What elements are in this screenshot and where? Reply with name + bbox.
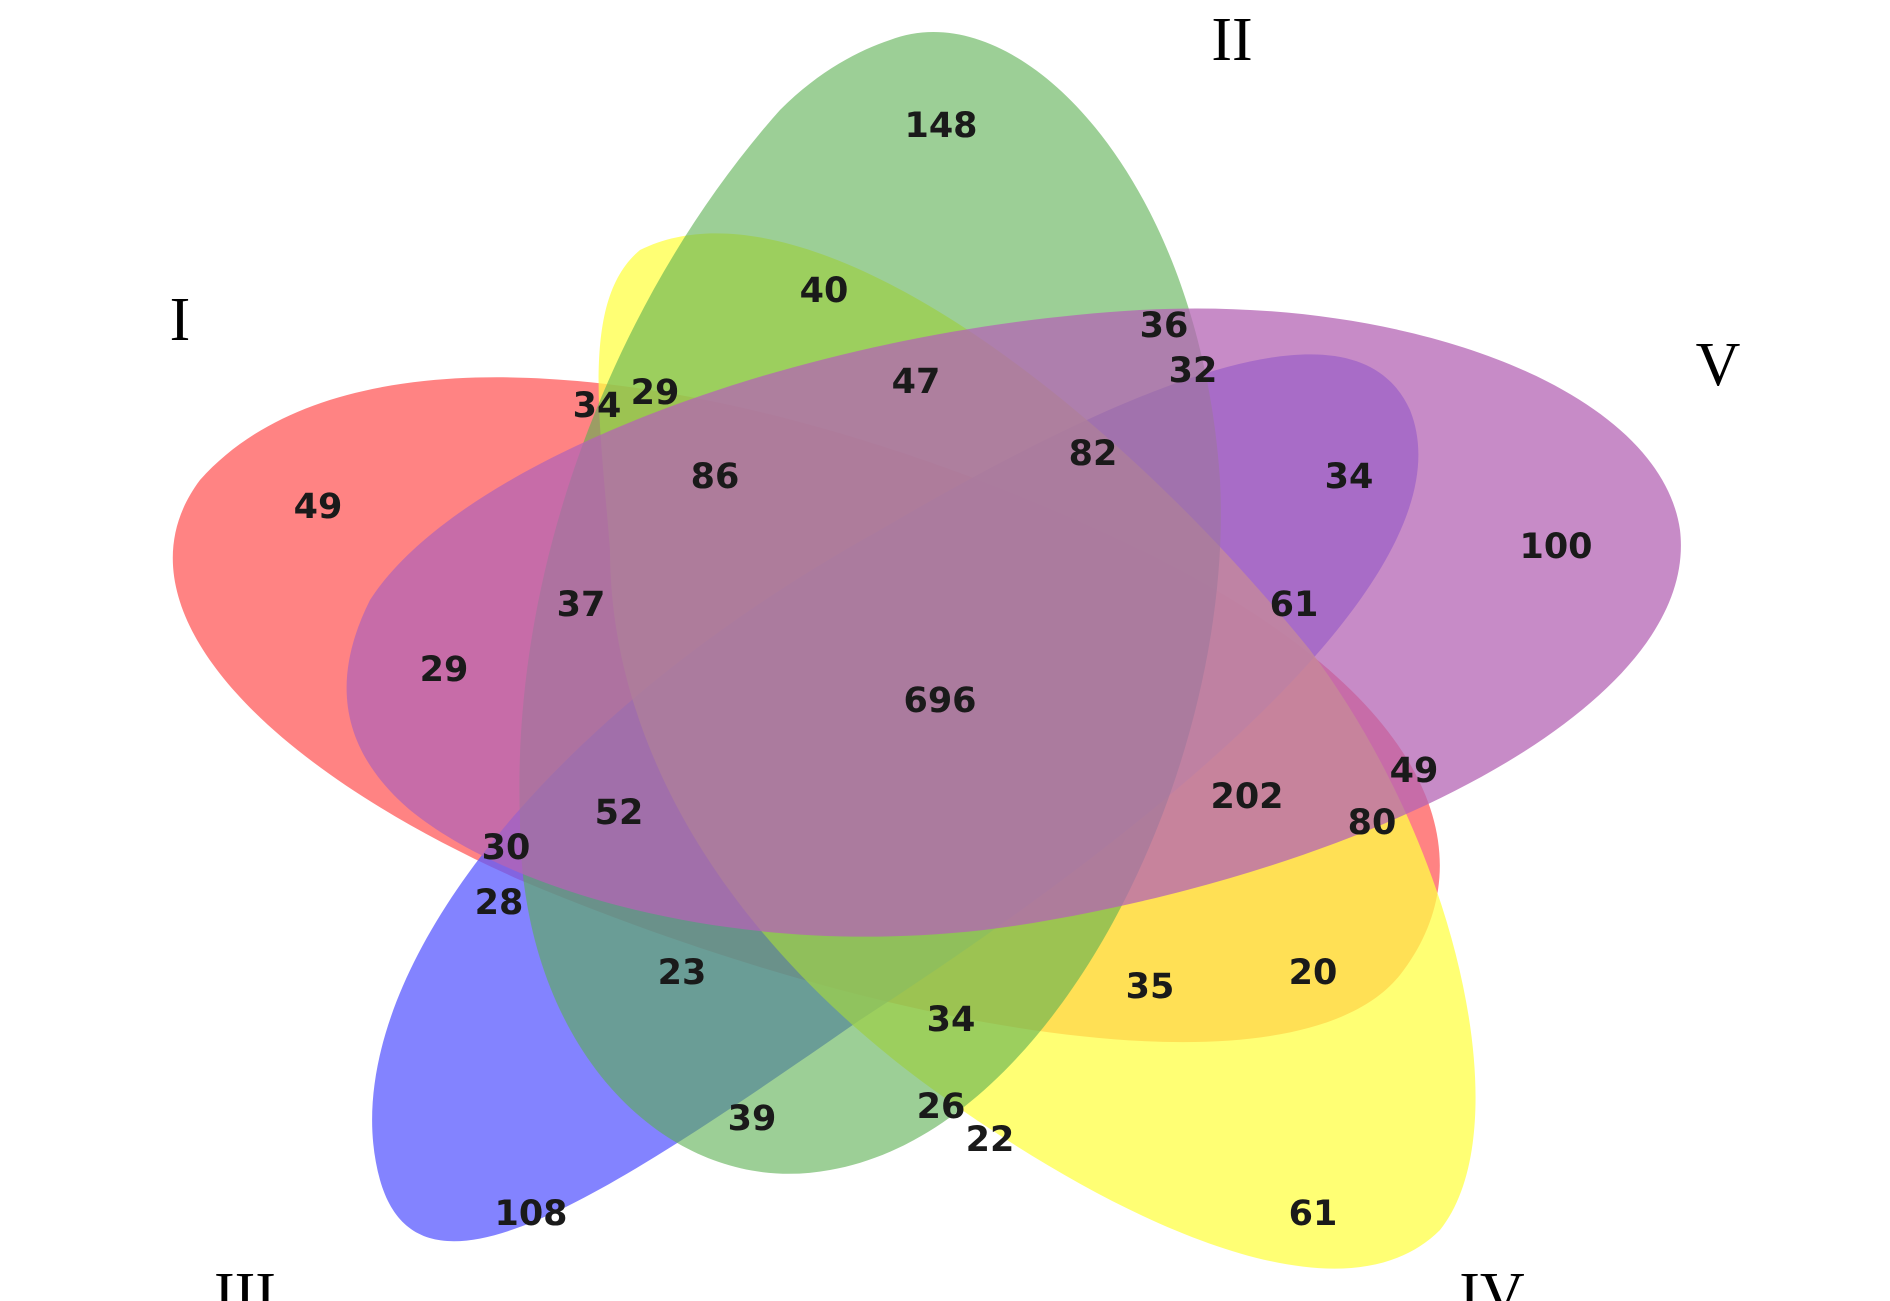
region-count: 32 [1169, 351, 1218, 391]
region-count: 22 [966, 1120, 1015, 1160]
region-count: 28 [475, 883, 524, 923]
region-count: 20 [1289, 953, 1338, 993]
region-count: 148 [904, 106, 977, 146]
set-ellipses [172, 32, 1681, 1269]
region-count: 49 [294, 487, 343, 527]
region-count: 52 [595, 793, 644, 833]
region-count: 86 [691, 457, 740, 497]
set-ellipse-V [346, 308, 1681, 937]
region-count: 80 [1348, 803, 1397, 843]
region-count: 29 [420, 650, 469, 690]
set-label-V: V [1696, 331, 1741, 399]
region-count: 40 [800, 271, 849, 311]
region-count: 39 [728, 1099, 777, 1139]
set-label-I: I [170, 286, 191, 354]
set-labels: I II V III IV [170, 6, 1741, 1301]
region-counts: 49 148 100 108 61 40 36 47 32 34 29 86 8… [294, 106, 1593, 1234]
region-count: 34 [927, 1000, 976, 1040]
region-count: 82 [1069, 434, 1118, 474]
set-label-II: II [1211, 6, 1252, 74]
region-count: 61 [1289, 1194, 1338, 1234]
region-count: 29 [631, 373, 680, 413]
set-label-IV: IV [1459, 1261, 1525, 1301]
region-count: 100 [1519, 527, 1592, 567]
region-count: 35 [1126, 967, 1175, 1007]
region-count: 30 [482, 828, 531, 868]
region-count: 696 [903, 681, 976, 721]
region-count: 34 [1325, 457, 1374, 497]
region-count: 26 [917, 1087, 966, 1127]
region-count: 49 [1390, 751, 1439, 791]
region-count: 47 [892, 362, 941, 402]
region-count: 36 [1140, 306, 1189, 346]
region-count: 23 [658, 953, 707, 993]
region-count: 108 [494, 1194, 567, 1234]
region-count: 202 [1210, 777, 1283, 817]
region-count: 37 [557, 585, 606, 625]
set-label-III: III [214, 1261, 276, 1301]
region-count: 61 [1270, 585, 1319, 625]
region-count: 34 [573, 386, 622, 426]
